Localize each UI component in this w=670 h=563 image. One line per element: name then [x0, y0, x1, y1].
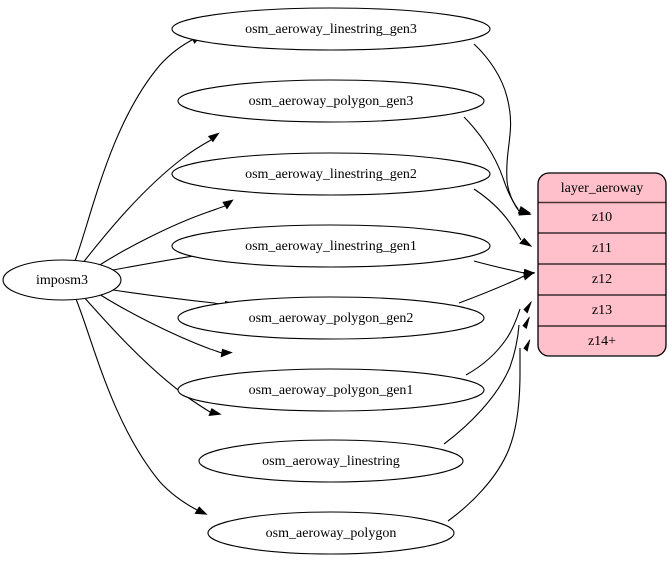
node-osm_aeroway_linestring[interactable]: osm_aeroway_linestring	[198, 439, 464, 483]
arrowhead-icon	[208, 408, 222, 416]
arrowhead-icon	[220, 348, 233, 358]
edge-line	[75, 298, 198, 511]
edge-linestring-gen3-to-z10	[473, 43, 532, 216]
node-imposm3[interactable]: imposm3	[2, 259, 122, 301]
node-osm_aeroway_polygon_gen1[interactable]: osm_aeroway_polygon_gen1	[177, 368, 485, 412]
edge-line	[463, 116, 519, 210]
edge-polygon-gen1-to-z13	[465, 301, 532, 376]
arrowhead-icon	[194, 506, 208, 515]
node-shape[interactable]	[171, 152, 491, 196]
node-shape[interactable]	[171, 224, 491, 268]
edge-line	[74, 38, 195, 262]
arrowhead-icon	[517, 206, 532, 214]
edge-polygon-gen3-to-z10	[463, 116, 532, 214]
node-osm_aeroway_linestring_gen2[interactable]: osm_aeroway_linestring_gen2	[171, 152, 491, 196]
edge-imposm3-to-linestring	[82, 295, 222, 416]
edge-line	[98, 293, 223, 354]
node-shape[interactable]	[177, 368, 485, 412]
edge-imposm3-to-linestring-gen3	[74, 34, 203, 262]
node-shape[interactable]	[171, 7, 491, 51]
edge-line	[465, 308, 521, 376]
node-osm_aeroway_linestring_gen1[interactable]: osm_aeroway_linestring_gen1	[171, 224, 491, 268]
edge-line	[447, 348, 521, 522]
node-osm_aeroway_linestring_gen3[interactable]: osm_aeroway_linestring_gen3	[171, 7, 491, 51]
edge-line	[473, 188, 522, 241]
arrowhead-icon	[523, 271, 536, 281]
node-osm_aeroway_polygon[interactable]: osm_aeroway_polygon	[207, 511, 455, 555]
edge-polygon-to-z14plus	[447, 339, 531, 522]
arrowhead-icon	[519, 237, 533, 247]
node-osm_aeroway_polygon_gen2[interactable]: osm_aeroway_polygon_gen2	[177, 296, 485, 340]
edge-polygon-gen2-to-z12	[458, 271, 536, 304]
arrowhead-icon	[523, 301, 532, 314]
edge-line	[443, 324, 520, 445]
node-shape[interactable]	[207, 511, 455, 555]
arrowhead-icon	[523, 339, 531, 352]
edge-imposm3-to-polygon-gen1	[98, 293, 233, 358]
node-osm_aeroway_polygon_gen3[interactable]: osm_aeroway_polygon_gen3	[177, 79, 485, 123]
edge-line	[458, 275, 525, 304]
layer-aeroway-border	[537, 172, 667, 357]
edge-line	[473, 260, 525, 274]
edge-linestring-to-z13	[443, 316, 530, 445]
edge-line	[97, 205, 226, 267]
edge-line	[112, 289, 227, 306]
arrowhead-icon	[222, 199, 234, 210]
edge-imposm3-to-linestring-gen2	[97, 199, 234, 267]
node-shape[interactable]	[177, 296, 485, 340]
node-shape[interactable]	[177, 79, 485, 123]
edge-line	[82, 295, 211, 413]
arrowhead-icon	[207, 132, 220, 143]
node-layer-aeroway-record[interactable]: layer_aeroway z10 z11 z12 z13	[537, 172, 667, 357]
edge-line	[81, 139, 212, 265]
node-shape[interactable]	[198, 439, 464, 483]
edge-group-tables-to-layer	[443, 43, 536, 522]
edge-linestring-gen2-to-z11	[473, 188, 533, 247]
edge-imposm3-to-polygon-gen3	[81, 132, 220, 265]
node-imposm3-shape[interactable]	[2, 259, 122, 301]
arrowhead-icon	[522, 316, 530, 330]
edge-imposm3-to-polygon	[75, 298, 208, 515]
edge-line	[473, 43, 520, 212]
